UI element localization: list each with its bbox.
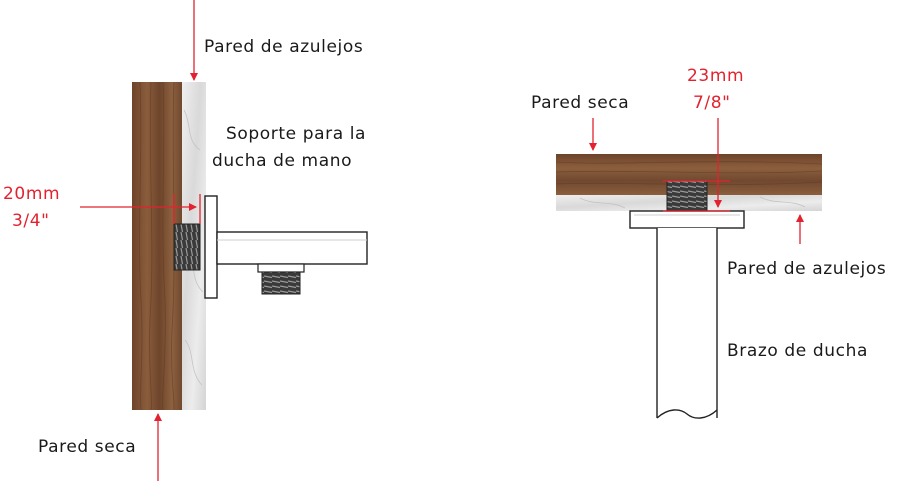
shower-arm-pipe	[657, 228, 717, 414]
arm-thread	[666, 180, 708, 212]
bracket-label-line2: ducha de mano	[212, 151, 352, 171]
dimension-in-label: 3/4"	[12, 211, 50, 231]
outlet-nut	[257, 263, 305, 273]
tile-wall-label: Pared de azulejos	[204, 37, 363, 57]
bracket-flange	[204, 195, 218, 299]
bracket-arm	[216, 231, 368, 265]
dimension-mm-label-right: 23mm	[687, 66, 744, 86]
pipe-break	[656, 409, 718, 419]
arm-flange	[629, 210, 745, 229]
left-diagram: Pared de azulejos Soporte para la ducha …	[3, 0, 368, 481]
wall-thread	[173, 223, 201, 271]
drywall-label-right: Pared seca	[531, 93, 629, 113]
dimension-in-label-right: 7/8"	[693, 93, 731, 113]
arm-label: Brazo de ducha	[727, 341, 868, 361]
drywall-label: Pared seca	[38, 437, 136, 457]
dimension-mm-label: 20mm	[3, 184, 60, 204]
tile-wall-label-right: Pared de azulejos	[727, 259, 886, 279]
wood-grain	[139, 81, 175, 411]
outlet-thread	[261, 271, 301, 295]
bracket-label-line1: Soporte para la	[226, 124, 366, 144]
right-diagram: 23mm 7/8" Pared seca Pared de azulejos B…	[531, 66, 886, 419]
